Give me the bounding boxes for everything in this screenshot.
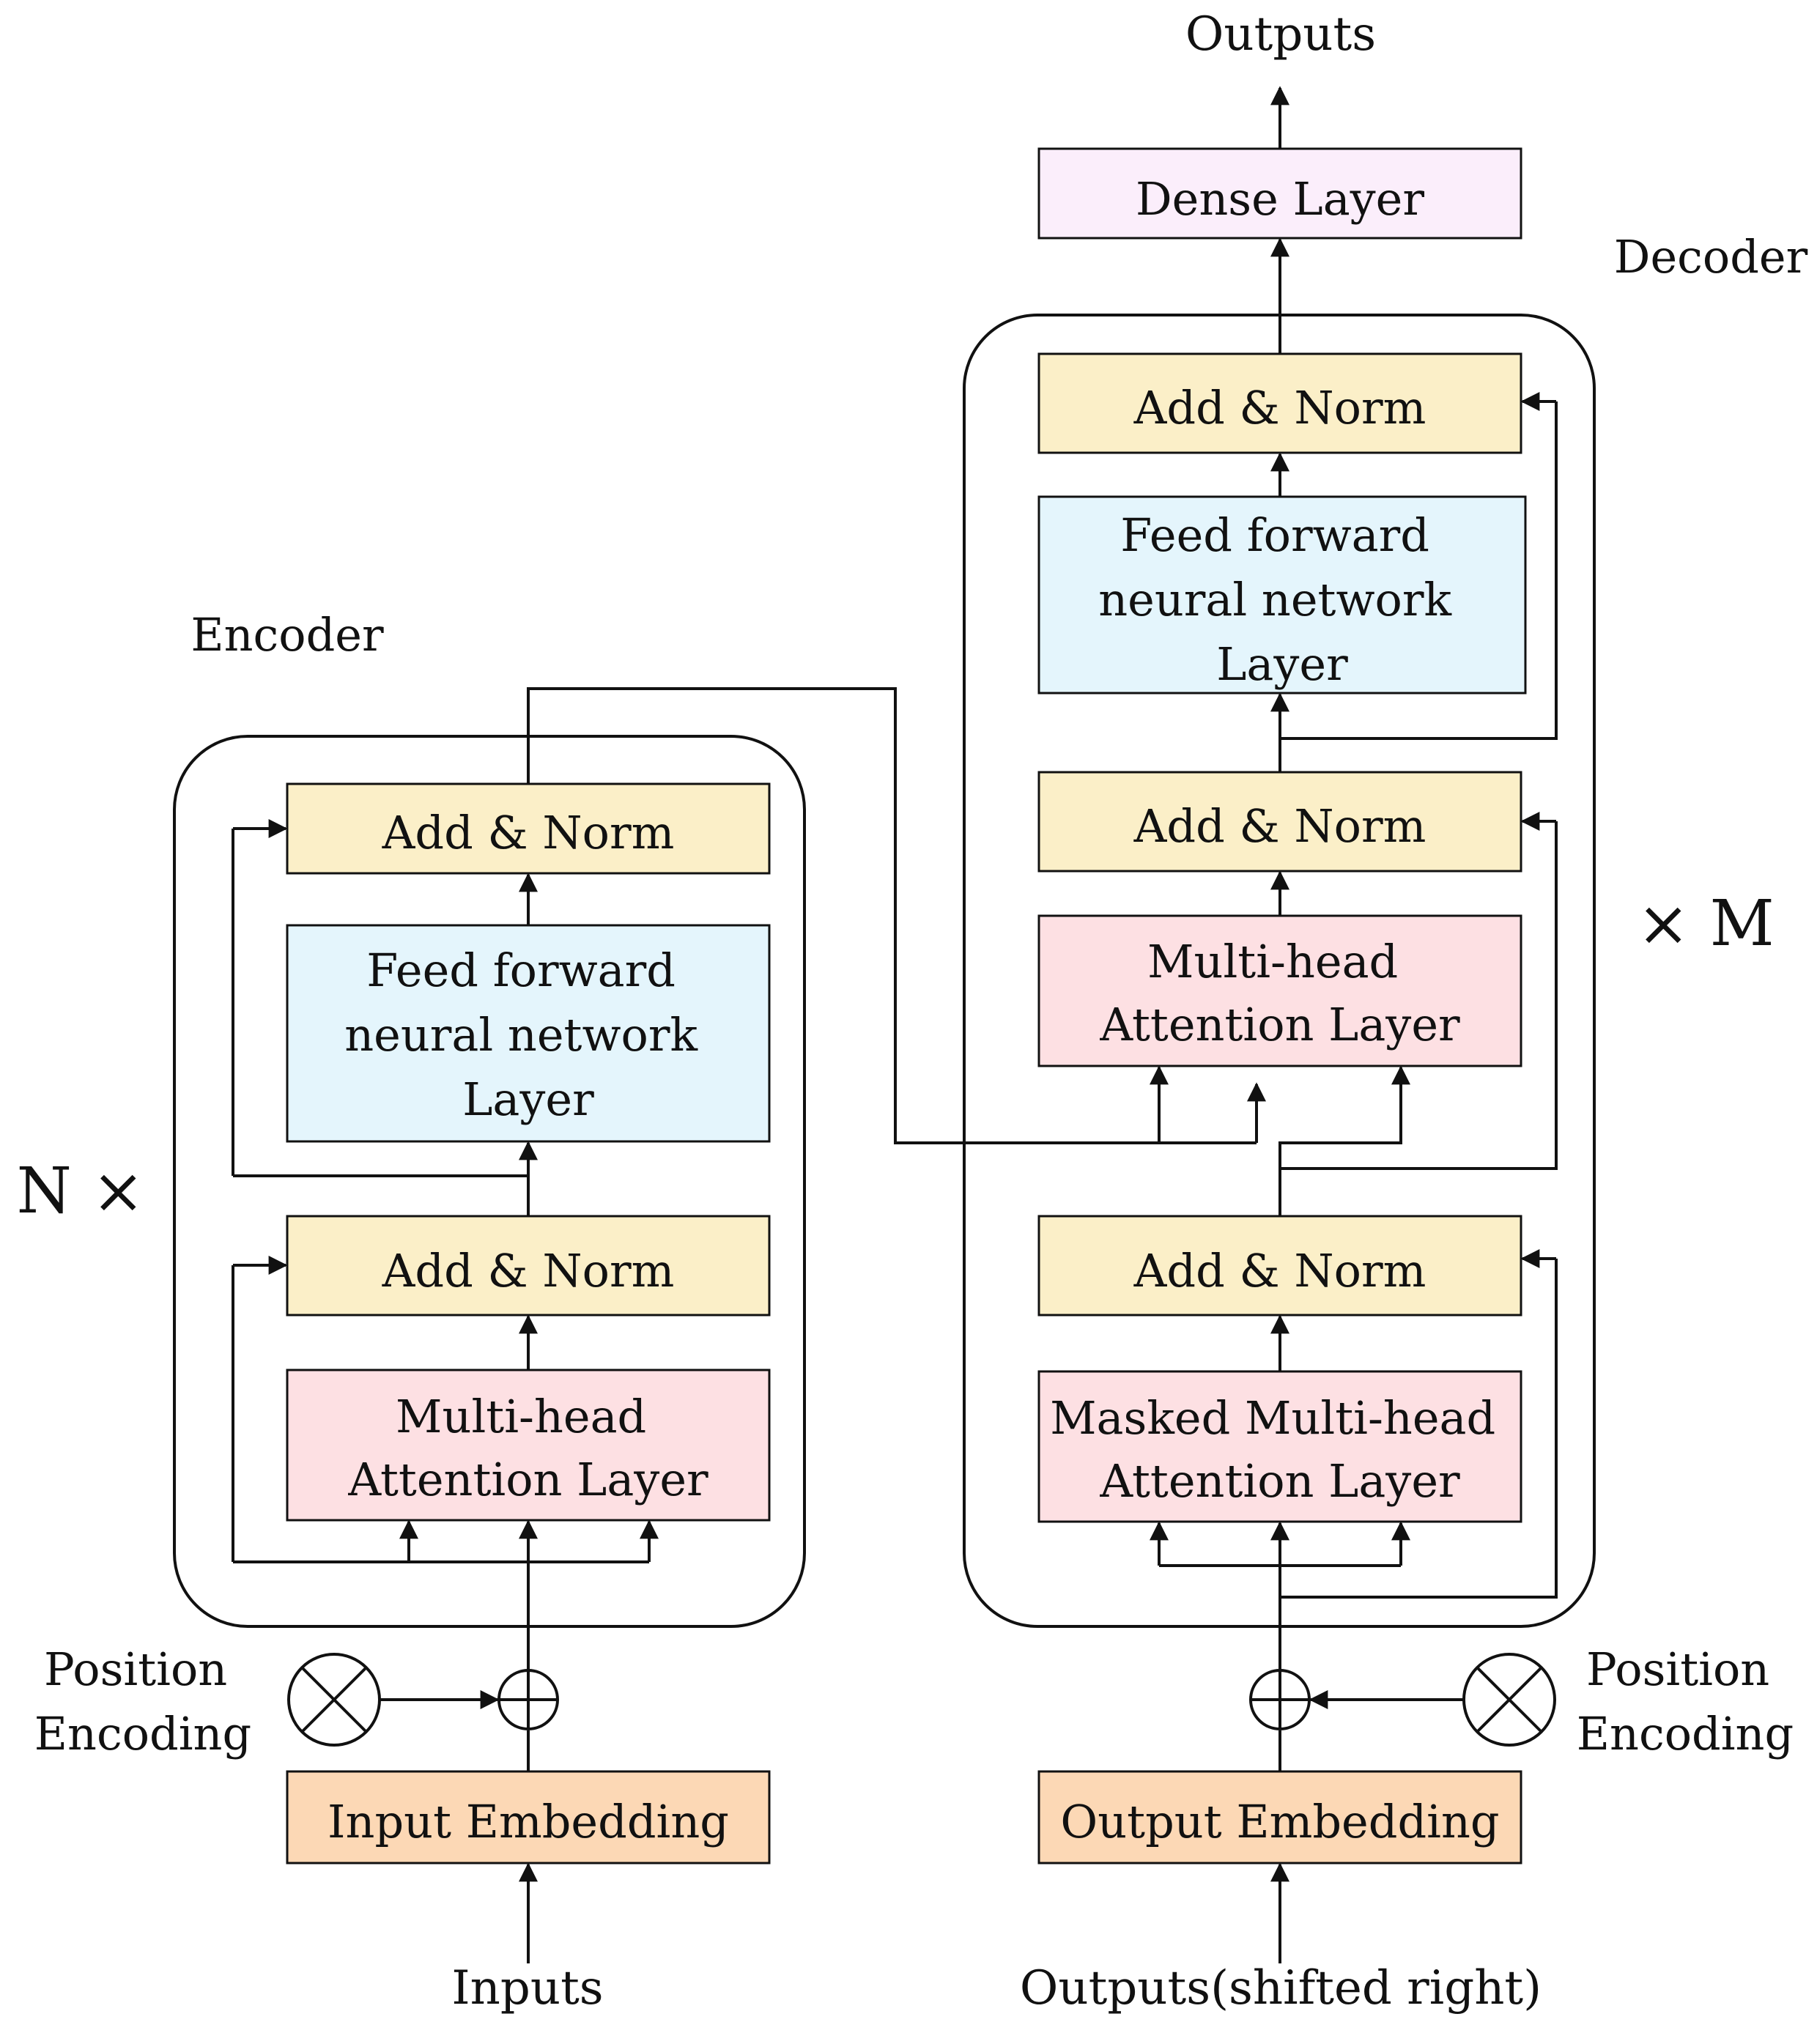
encoder-position-multiply-icon [287, 1653, 381, 1747]
encoder-label: Encoder [190, 608, 384, 662]
decoder-label: Decoder [1614, 230, 1808, 284]
decoder-add-norm-mid-label: Add & Norm [1133, 799, 1426, 853]
encoder-container [173, 735, 806, 1628]
encoder-attention-label: Multi-head Attention Layer [347, 1390, 708, 1506]
outputs-top-label: Outputs [1185, 7, 1376, 62]
times-m-label: × M [1637, 887, 1774, 960]
decoder-feed-forward-box [1037, 495, 1527, 695]
outputs-shifted-label: Outputs(shifted right) [1020, 1961, 1542, 2015]
decoder-feed-forward-label: Feed forward neural network Layer [1098, 508, 1466, 691]
encoder-add-icon [497, 1669, 559, 1730]
decoder-connectors [1150, 86, 1558, 1963]
inputs-label: Inputs [451, 1961, 603, 2015]
output-embedding-box [1037, 1770, 1522, 1865]
encoder-add-norm-bottom-box [286, 1215, 771, 1317]
encoder-add-norm-top-box [286, 782, 771, 875]
encoder-feed-forward-label: Feed forward neural network Layer [344, 944, 712, 1126]
decoder-masked-attention-box [1037, 1370, 1522, 1523]
input-embedding-label: Input Embedding [327, 1795, 729, 1848]
decoder-attention-label: Multi-head Attention Layer [1099, 935, 1460, 1051]
decoder-attention-box [1037, 914, 1522, 1067]
decoder-position-multiply-icon [1462, 1653, 1556, 1747]
decoder-masked-attention-label: Masked Multi-head Attention Layer [1050, 1391, 1510, 1508]
decoder-add-norm-top-label: Add & Norm [1133, 381, 1426, 434]
decoder-position-encoding-label: Position Encoding [1577, 1643, 1794, 1760]
encoder-connectors [232, 687, 1266, 1963]
decoder-add-norm-bottom-label: Add & Norm [1133, 1244, 1426, 1297]
dense-layer-box [1037, 147, 1522, 240]
encoder-add-norm-top-label: Add & Norm [382, 806, 675, 859]
encoder-position-encoding-label: Position Encoding [34, 1643, 251, 1760]
encoder-feed-forward-box [286, 924, 771, 1143]
n-times-label: N × [17, 1155, 145, 1228]
encoder-add-norm-bottom-label: Add & Norm [382, 1244, 675, 1297]
dense-layer-label: Dense Layer [1136, 172, 1424, 226]
output-embedding-label: Output Embedding [1060, 1795, 1499, 1848]
decoder-add-norm-bottom-box [1037, 1215, 1522, 1317]
encoder-attention-box [286, 1369, 771, 1522]
decoder-add-icon [1249, 1669, 1311, 1730]
